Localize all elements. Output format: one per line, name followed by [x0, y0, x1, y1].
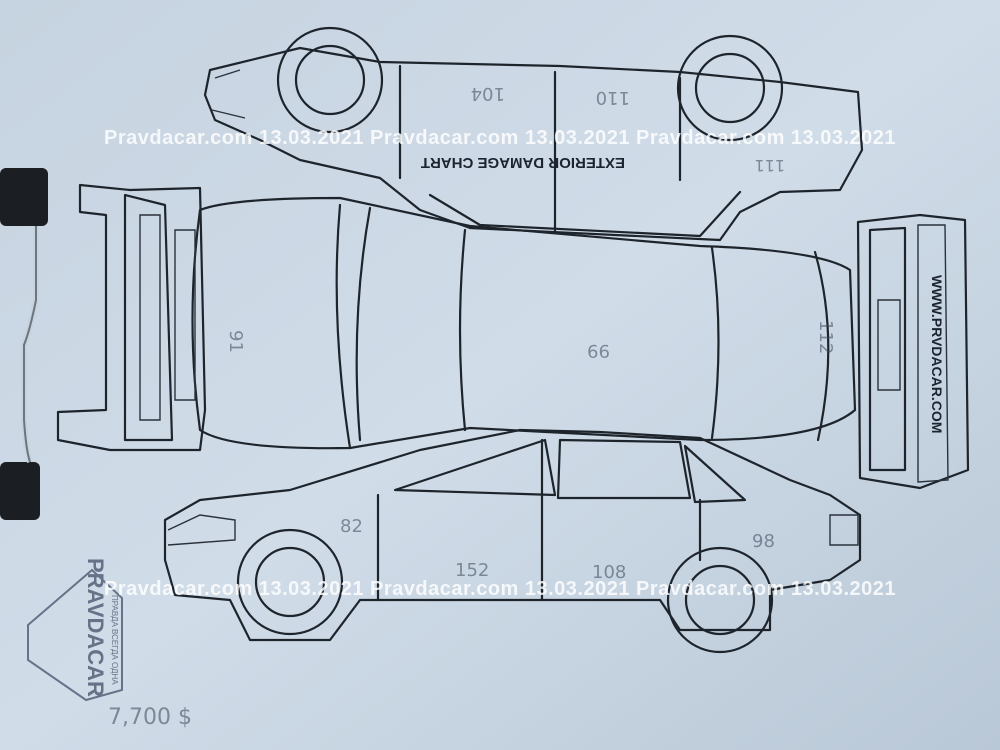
clipboard-clip	[0, 168, 48, 520]
car-rear-view	[856, 213, 970, 490]
stamp-slogan: ПРАВДА ВСЕГДА ОДНА	[110, 595, 119, 685]
reading-roof: 99	[587, 340, 610, 361]
reading-hood: 91	[225, 330, 246, 353]
reading-rear-fender: 98	[752, 531, 775, 552]
chart-heading: EXTERIOR DAMAGE CHART	[421, 154, 625, 171]
reading-rear-door: 108	[592, 562, 626, 583]
price-note: 7,700 $	[108, 705, 192, 730]
car-side-view-bottom	[163, 428, 862, 654]
stamp-brand: PRAVDACAR	[83, 558, 108, 697]
reading-front-fender: 82	[340, 516, 363, 537]
reading-right-door: 110	[596, 87, 630, 108]
reading-trunk: 112	[815, 320, 836, 354]
reading-left-door: 104	[471, 83, 505, 104]
website-text: WWW.PRVDACAR.COM	[929, 275, 945, 433]
car-top-view	[191, 196, 857, 450]
reading-front-door: 152	[455, 560, 489, 581]
car-front-view	[56, 183, 207, 452]
car-side-view-top	[203, 26, 864, 242]
pravdacar-stamp: PRAVDACAR ПРАВДА ВСЕГДА ОДНА	[27, 558, 123, 702]
reading-right-rear: 111	[754, 156, 785, 175]
